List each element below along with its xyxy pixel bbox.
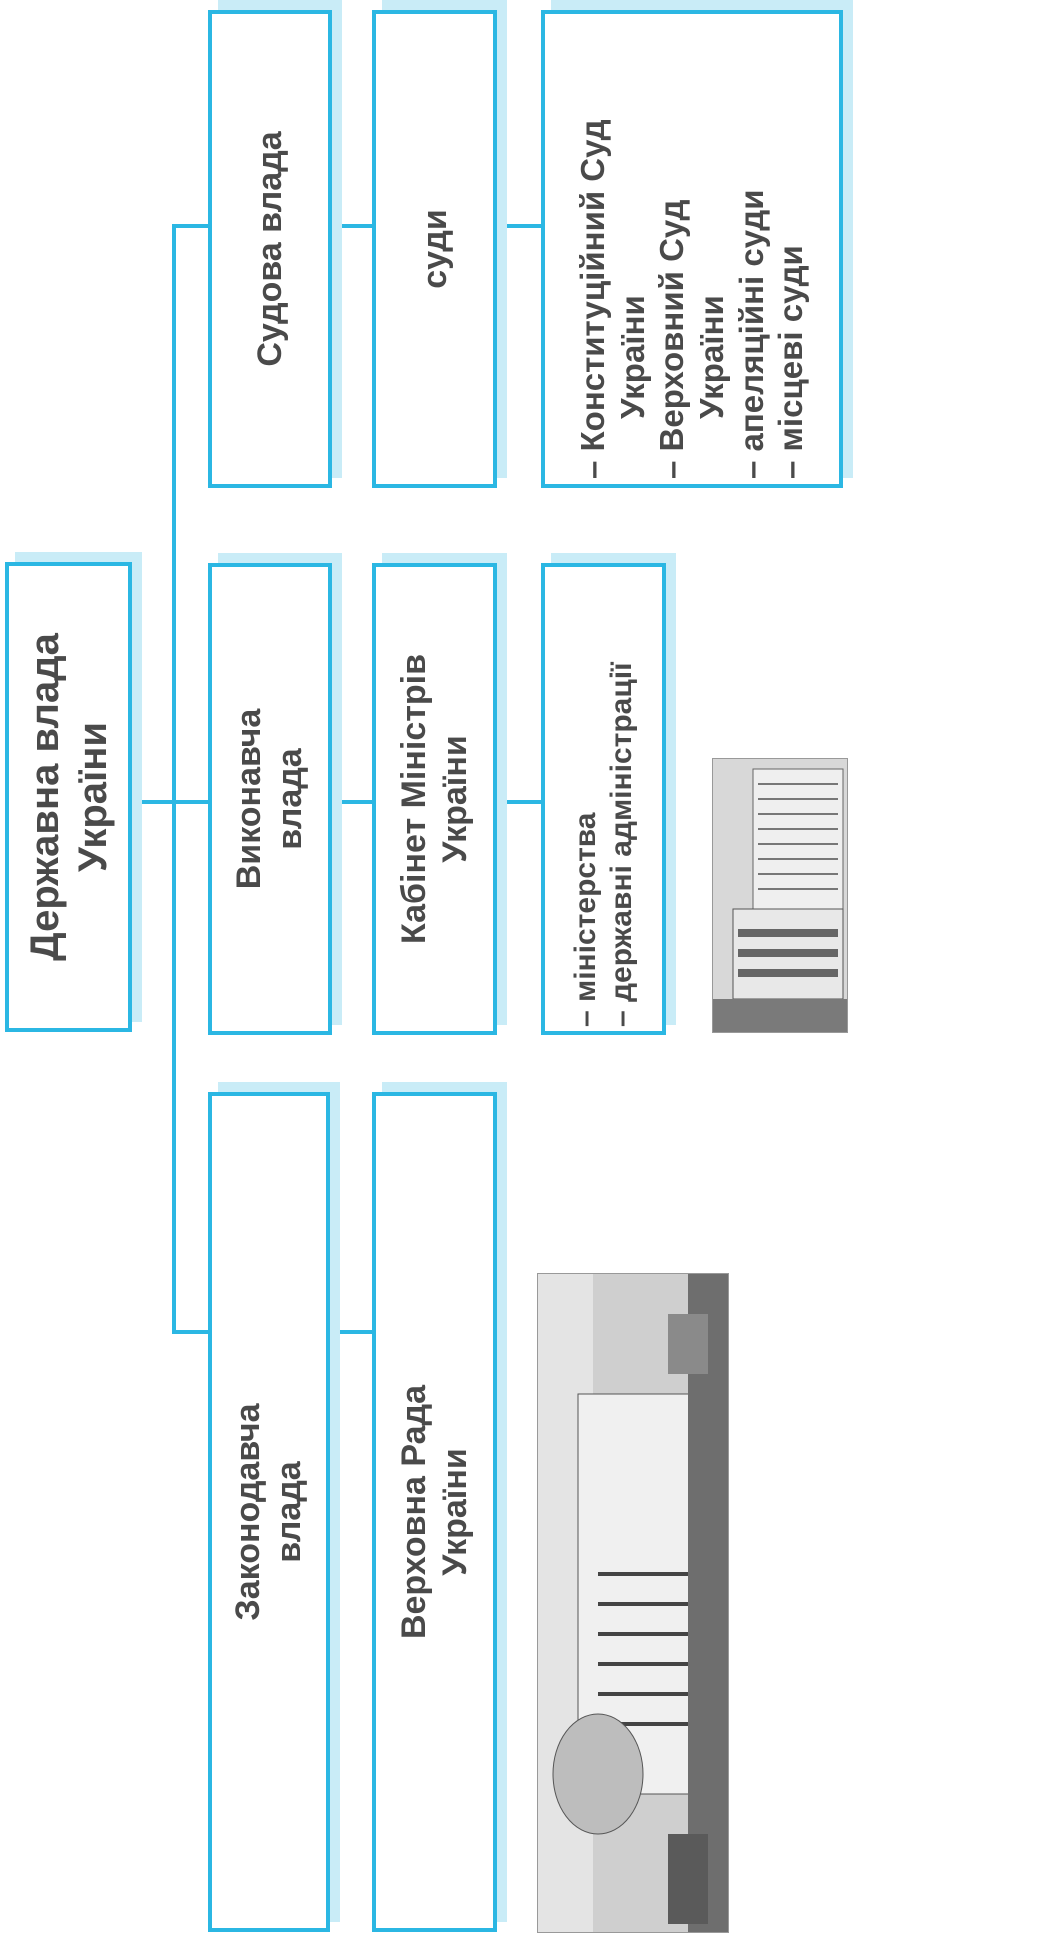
connector-trunk-legislative — [172, 1330, 208, 1334]
connector-courts-list — [497, 224, 541, 228]
rada-box: Верховна Рада України — [372, 1092, 497, 1932]
cabinet-label-line1: Кабінет Міністрів — [394, 654, 435, 944]
root-box: Державна влада України — [5, 562, 132, 1032]
courts-list-box: – Конституційний Суд України – Верховний… — [541, 10, 843, 488]
cabinet-box: Кабінет Міністрів України — [372, 563, 497, 1035]
courts-list-item-constitutional-cont: України — [613, 295, 653, 479]
connector-cabinet-list — [497, 800, 541, 804]
courts-list-item-supreme: – Верховний Суд — [652, 200, 692, 479]
root-label-line2: України — [69, 722, 117, 872]
connector-trunk — [172, 224, 176, 1334]
executive-list-item-ministries: – міністерства — [568, 813, 604, 1028]
connector-legislative-rada — [332, 1330, 372, 1334]
legislative-branch-title-line2: влада — [269, 1461, 310, 1562]
courts-list-item-constitutional: – Конституційний Суд — [573, 119, 613, 479]
parliament-building-illustration — [538, 1274, 729, 1933]
connector-trunk-executive — [172, 800, 208, 804]
parliament-building-photo — [537, 1273, 729, 1933]
courts-label: суди — [414, 209, 455, 288]
courts-list-item-local: – місцеві суди — [771, 245, 811, 479]
cabinet-building-photo — [712, 758, 848, 1033]
rada-label-line2: України — [435, 1448, 476, 1576]
judicial-branch-box: Судова влада — [208, 10, 332, 488]
executive-branch-title-line1: Виконавча — [229, 709, 270, 890]
legislative-branch-title-line1: Законодавча — [228, 1403, 269, 1620]
executive-branch-title-line2: влада — [270, 748, 311, 849]
root-label-line1: Державна влада — [21, 633, 69, 961]
executive-branch-box: Виконавча влада — [208, 563, 332, 1035]
executive-list-item-administrations: – державні адміністрації — [604, 662, 640, 1027]
legislative-branch-box: Законодавча влада — [208, 1092, 330, 1932]
courts-list-item-supreme-cont: України — [692, 295, 732, 479]
rada-label-line1: Верховна Рада — [394, 1385, 435, 1639]
cabinet-label-line2: України — [435, 735, 476, 863]
connector-executive-cabinet — [332, 800, 372, 804]
root-label: Державна влада України — [14, 572, 124, 1022]
courts-box: суди — [372, 10, 497, 488]
connector-root-to-trunk — [132, 800, 176, 804]
executive-list-box: – міністерства – державні адміністрації — [541, 563, 666, 1035]
courts-list-item-appeal: – апеляційні суди — [732, 189, 772, 479]
judicial-branch-title: Судова влада — [250, 131, 291, 366]
connector-trunk-judicial — [172, 224, 208, 228]
cabinet-building-illustration — [713, 759, 848, 1033]
connector-judicial-courts — [332, 224, 372, 228]
